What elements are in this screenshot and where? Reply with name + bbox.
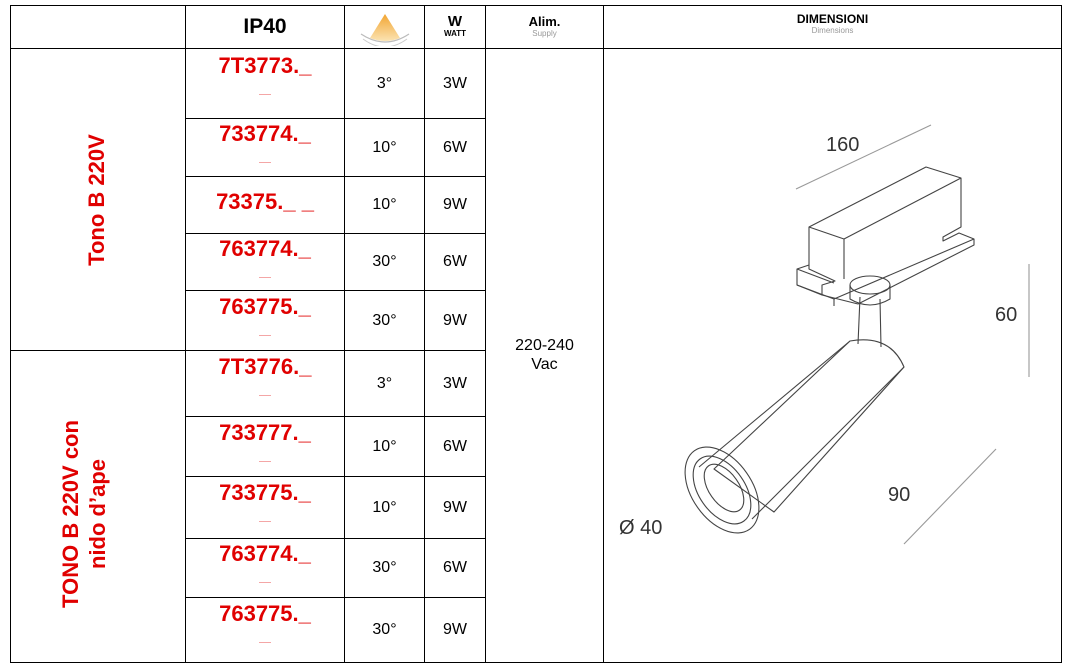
watt-value: 3W xyxy=(443,374,467,392)
dimension-length: 160 xyxy=(826,134,859,156)
product-code: 763774.__ xyxy=(219,541,311,583)
product-code: 733774.__ xyxy=(219,121,311,163)
dimensions-sublabel: Dimensions xyxy=(811,26,854,35)
watt-value: 3W xyxy=(443,74,467,92)
product-code: 763774.__ xyxy=(219,236,311,278)
beam-angle-value: 10° xyxy=(372,138,397,156)
product-code: 73375._ _ xyxy=(216,189,314,214)
beam-angle-value: 10° xyxy=(372,437,397,455)
beam-angle-value: 10° xyxy=(372,196,397,213)
product-code: 733777.__ xyxy=(219,420,311,462)
beam-angle-icon xyxy=(360,14,409,46)
product-code: 7T3773.__ xyxy=(218,53,312,95)
watt-value: 6W xyxy=(443,559,467,576)
watt-value: 6W xyxy=(443,138,467,156)
beam-angle-header xyxy=(345,6,424,48)
product-code: 733775.__ xyxy=(219,480,311,522)
dimension-height: 60 xyxy=(995,304,1017,326)
beam-angle-value: 3° xyxy=(376,374,393,392)
ip-rating: IP40 xyxy=(243,15,287,38)
beam-angle-value: 30° xyxy=(372,253,397,270)
watt-value: 6W xyxy=(443,437,467,455)
dimensions-header: DIMENSIONI Dimensions xyxy=(604,6,1061,48)
beam-angle-value: 30° xyxy=(372,311,397,329)
group-label-tono-b: Tono B 220V xyxy=(84,134,109,266)
product-code: 763775.__ xyxy=(219,601,311,643)
product-code: 7T3776.__ xyxy=(218,354,312,396)
watt-value: 9W xyxy=(443,498,467,516)
dimension-diameter: Ø 40 xyxy=(619,517,662,539)
supply-value: 220-240 Vac xyxy=(515,337,574,373)
supply-sublabel: Supply xyxy=(532,29,557,38)
ip-header: IP40 xyxy=(186,6,344,48)
watt-value: 9W xyxy=(443,196,467,213)
watt-header: W WATT xyxy=(425,6,485,48)
beam-angle-value: 30° xyxy=(372,559,397,576)
watt-sublabel: WATT xyxy=(443,29,467,38)
supply-label: Alim. xyxy=(528,14,561,29)
watt-value: 9W xyxy=(443,621,467,638)
group-label-tono-b-nido: TONO B 220V con nido d’ape xyxy=(58,420,110,608)
dimension-body-length: 90 xyxy=(888,484,910,506)
supply-header: Alim. Supply xyxy=(486,6,603,48)
beam-angle-value: 10° xyxy=(372,498,397,516)
product-code: 763775.__ xyxy=(219,294,311,336)
dimensions-label: DIMENSIONI xyxy=(796,12,869,26)
watt-value: 6W xyxy=(443,253,467,270)
watt-value: 9W xyxy=(443,311,467,329)
dimension-drawing: 160 60 90 Ø 40 xyxy=(619,124,1030,545)
beam-angle-value: 30° xyxy=(372,621,397,638)
beam-angle-value: 3° xyxy=(376,74,393,92)
watt-label: W xyxy=(447,13,463,30)
